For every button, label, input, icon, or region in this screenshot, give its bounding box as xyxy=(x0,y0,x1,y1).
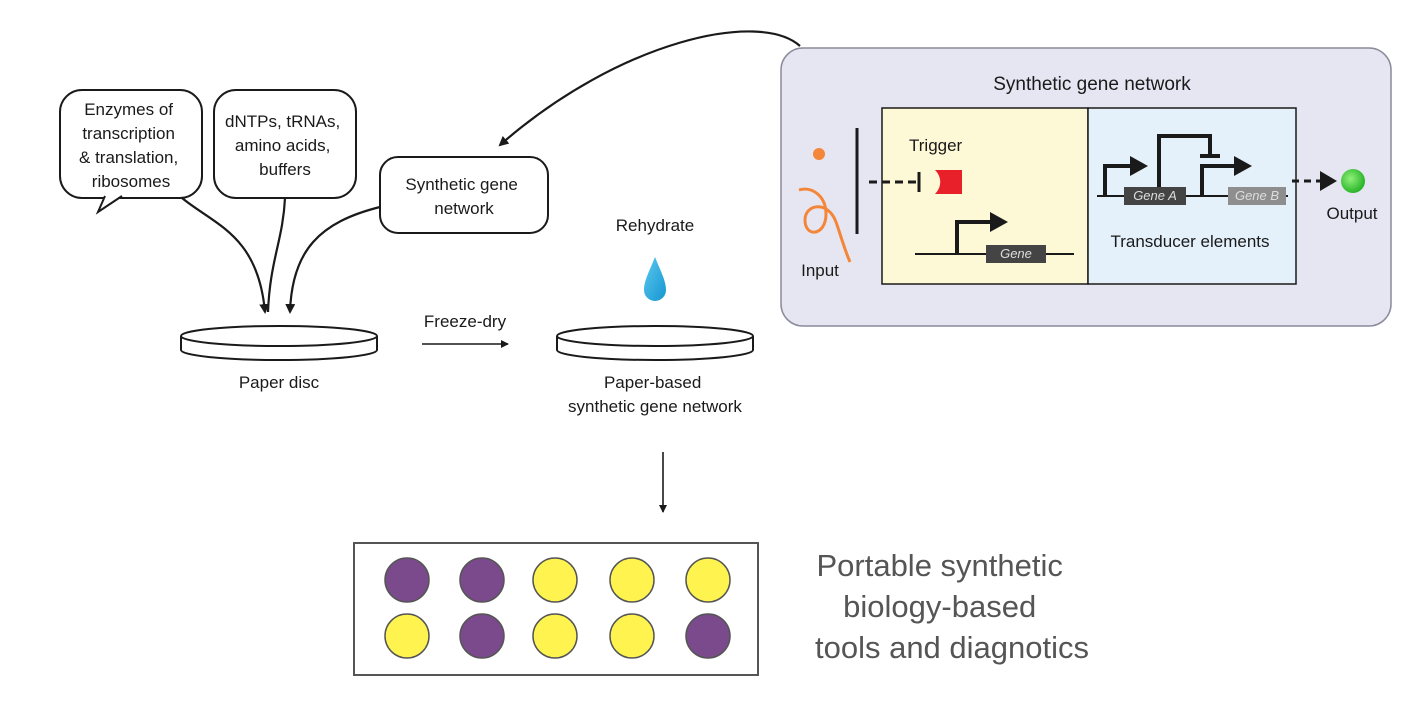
trigger-label: Trigger xyxy=(909,136,963,155)
well-purple xyxy=(459,557,505,603)
arrow-network-to-disc xyxy=(285,205,381,314)
arrow-dntps-to-disc xyxy=(266,197,287,313)
well-yellow xyxy=(384,613,430,659)
well-yellow xyxy=(532,557,578,603)
input-rna-icon xyxy=(798,187,852,263)
promoter-b-head xyxy=(1234,156,1252,176)
well-yellow xyxy=(609,613,655,659)
arrow-enzymes-to-disc xyxy=(181,197,270,314)
trigger-box xyxy=(881,107,1089,285)
paper-based-disc xyxy=(556,325,754,361)
water-droplet-icon xyxy=(644,257,666,301)
trigger-gene-box xyxy=(986,245,1046,263)
promoter-a-arrow xyxy=(1103,164,1132,196)
paper-based-label: Paper-based synthetic gene network xyxy=(568,373,742,416)
arrow-panel-to-network xyxy=(498,30,801,147)
enzymes-bubble: Enzymes of transcription & translation, … xyxy=(59,89,203,215)
repression-line xyxy=(1157,134,1212,187)
enzymes-text: Enzymes of transcription & translation, … xyxy=(79,100,183,191)
promoter-a-head xyxy=(1130,156,1148,176)
gene-b-label: Gene B xyxy=(1235,188,1279,203)
result-title: Portable synthetic biology-based tools a… xyxy=(815,548,1089,665)
gene-a-box xyxy=(1124,187,1186,205)
panel-title: Synthetic gene network xyxy=(993,74,1191,95)
output-reporter-icon xyxy=(1341,169,1365,193)
network-bubble-text: Synthetic gene network xyxy=(405,175,522,218)
promoter-b-arrow xyxy=(1200,164,1236,196)
gene-b-box xyxy=(1228,187,1286,205)
repressor-icon xyxy=(935,170,962,194)
well-purple xyxy=(384,557,430,603)
well-yellow xyxy=(532,613,578,659)
gene-a-label: Gene A xyxy=(1133,188,1177,203)
dntps-bubble: dNTPs, tRNAs, amino acids, buffers xyxy=(213,89,357,199)
well-purple xyxy=(685,613,731,659)
paper-disc xyxy=(180,325,378,361)
well-yellow xyxy=(685,557,731,603)
input-label: Input xyxy=(801,261,839,280)
trigger-promoter-arrow xyxy=(955,220,992,254)
freeze-dry-label: Freeze-dry xyxy=(424,312,507,331)
gene-network-panel: Synthetic gene network Input Trigger Gen… xyxy=(780,47,1392,327)
output-label: Output xyxy=(1326,204,1377,223)
input-molecule-icon xyxy=(813,148,825,160)
paper-disc-label: Paper disc xyxy=(239,373,320,392)
wells-grid xyxy=(384,557,731,659)
dntps-text: dNTPs, tRNAs, amino acids, buffers xyxy=(225,112,345,179)
well-purple xyxy=(459,613,505,659)
output-arrow-head xyxy=(1320,171,1337,191)
trigger-promoter-head xyxy=(990,212,1008,232)
rehydrate-label: Rehydrate xyxy=(616,216,694,235)
well-yellow xyxy=(609,557,655,603)
network-bubble: Synthetic gene network xyxy=(379,156,549,234)
trigger-gene-label: Gene xyxy=(1000,246,1032,261)
transducer-label: Transducer elements xyxy=(1110,232,1269,251)
